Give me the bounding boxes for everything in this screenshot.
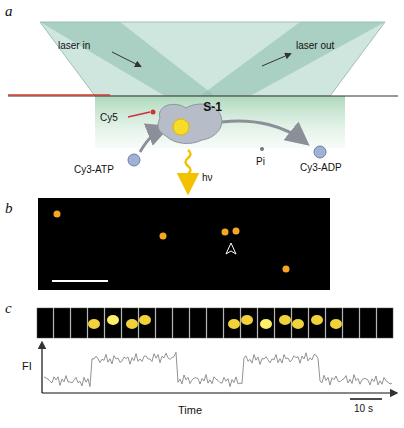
cy5-dye [151,110,156,115]
marker-arrowhead [226,243,236,254]
surface-line [8,95,398,96]
release-arrow [222,121,305,142]
beam-arrow [262,54,290,66]
dye-label: Cy5 [100,112,118,123]
fluorescent-spots [54,211,290,273]
x-axis [42,392,396,393]
laser-beam [200,22,385,96]
molecule-label: Cy3-ADP [300,162,342,173]
beam-arrow [112,52,140,66]
molecule-label: Cy3-ATP [74,164,114,175]
photon-label: hν [202,172,213,183]
phosphate-dot [260,147,264,151]
surface-line [8,94,110,96]
intensity-trace [44,352,392,386]
panel-letter: c [5,300,12,317]
axis-label: Time [178,404,202,416]
nucleotide-sphere [128,154,140,166]
evanescent-field [95,96,345,148]
scale-label: 10 s [354,403,373,414]
leader-line [128,112,150,117]
node-label: S-1 [203,100,222,114]
prism [40,22,385,96]
micrograph [38,198,330,290]
axis-label: FI [22,360,32,372]
beam-label: laser out [296,40,334,51]
nucleotide-sphere [314,146,326,158]
y-axis [41,343,42,393]
film-strip [37,308,393,338]
panel-letter: b [5,200,13,217]
beam-label: laser in [58,40,90,51]
panel-letter: a [5,3,13,20]
emission-arrow [186,150,191,188]
molecule-label: Pi [256,156,265,167]
laser-beam [40,22,215,96]
scale-bar [350,398,382,400]
protein-blob: S-1 [152,98,226,146]
scale-bar [52,280,108,282]
